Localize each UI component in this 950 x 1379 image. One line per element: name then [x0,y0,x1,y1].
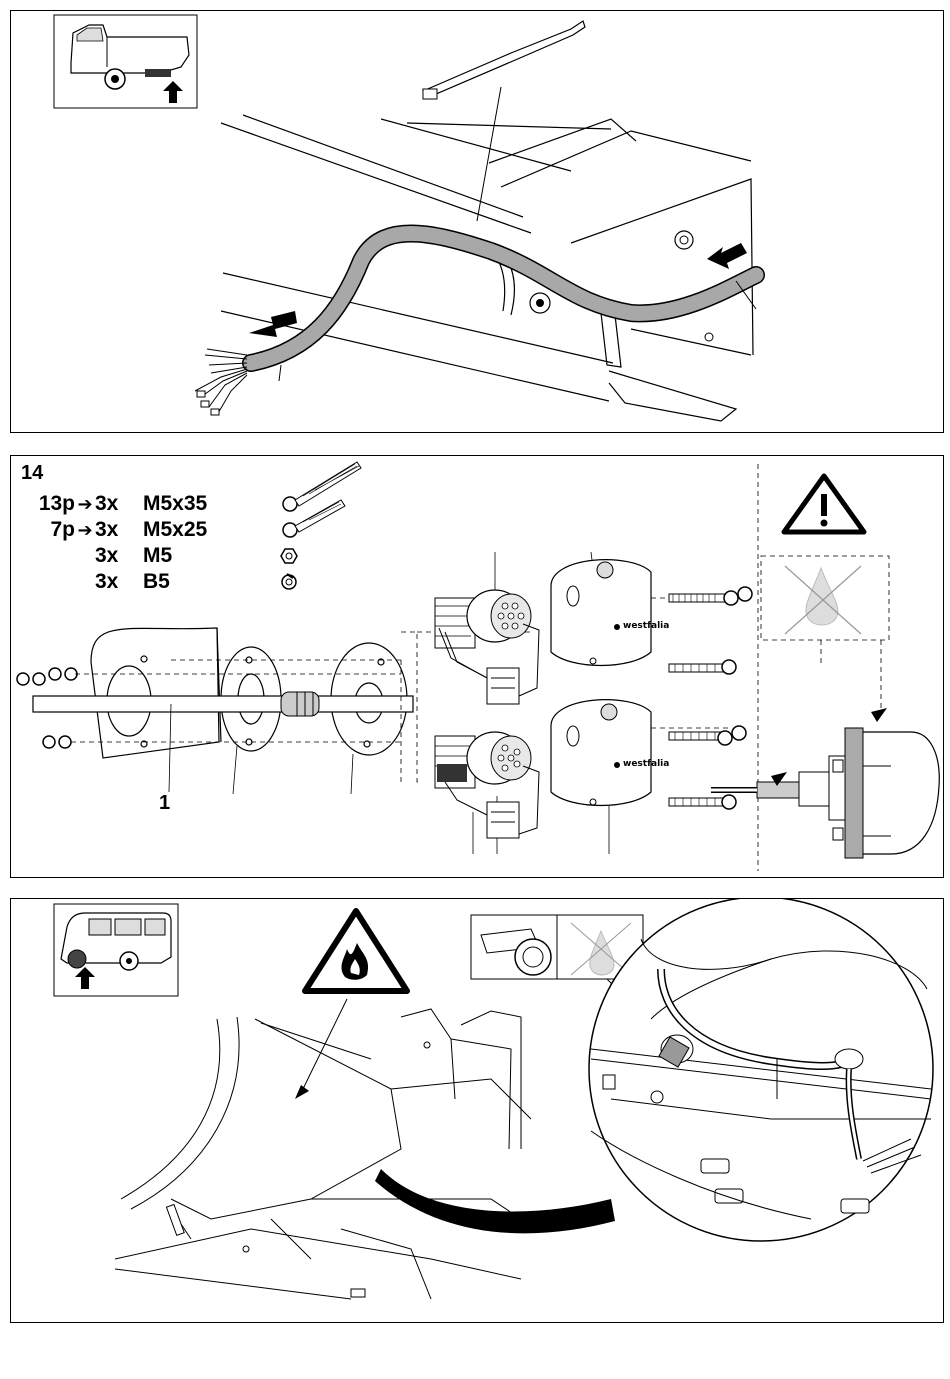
vehicle-van-icon [54,904,178,996]
bolt-m5x35-icon [283,462,361,511]
direction-arrow-icon [249,311,297,337]
heat-shield-panel [10,898,944,1323]
socket-assembly-illustration: westfalia [11,456,945,879]
direction-arrow-icon [871,708,887,722]
cable-routing-illustration [11,11,945,434]
washer-icon [282,574,296,589]
socket-7pin: westfalia [435,700,746,838]
direction-arrow-icon [707,243,747,269]
socket-brand-label: westfalia [623,759,669,769]
socket-brand-label: westfalia [623,621,669,631]
warning-triangle-icon [784,476,864,532]
fire-hazard-icon [295,911,407,1099]
heat-shield-illustration [11,899,945,1324]
grommet-detail [589,899,933,1241]
socket-13pin: westfalia [435,560,752,704]
tape-roll-icon [471,915,643,979]
nut-icon [281,549,297,563]
routing-panel [10,10,944,433]
cable-tie-icon [423,21,585,221]
no-grease-icon [785,566,861,634]
vehicle-pickup-icon [54,15,197,108]
